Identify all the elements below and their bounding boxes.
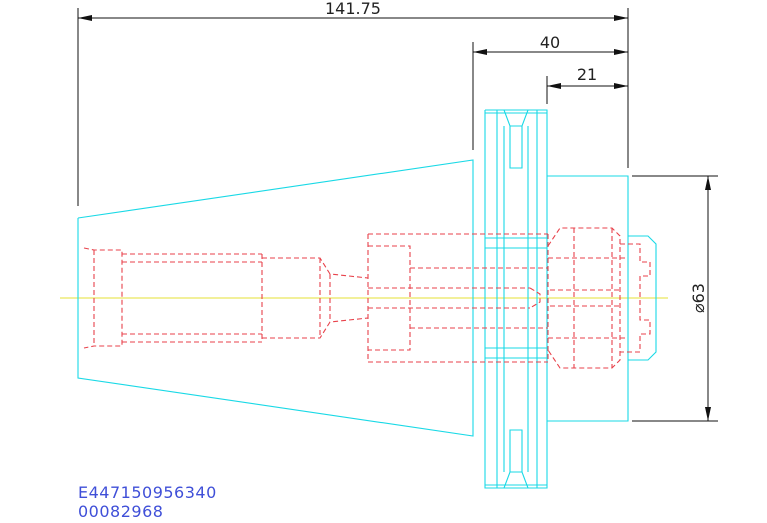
dimension-flange-length: 40 (472, 33, 628, 150)
overall-length-label: 141.75 (325, 0, 381, 18)
hidden-collet-nut (547, 227, 651, 369)
dimension-overall-length: 141.75 (77, 0, 629, 206)
part-code-line2: 00082968 (78, 502, 164, 521)
flange-to-face-label: 21 (577, 65, 597, 84)
diameter-label: ⌀63 (689, 283, 708, 313)
taper-shank-outline (77, 159, 474, 437)
flange-outline (484, 109, 548, 489)
dimension-diameter: ⌀63 (632, 175, 718, 422)
dimension-flange-to-face: 21 (546, 65, 628, 104)
nose-outline (547, 175, 657, 422)
hidden-bore-center (367, 233, 549, 363)
part-code-line1: E447150956340 (78, 483, 217, 502)
hidden-bore-left (83, 247, 369, 349)
flange-length-label: 40 (540, 33, 560, 52)
